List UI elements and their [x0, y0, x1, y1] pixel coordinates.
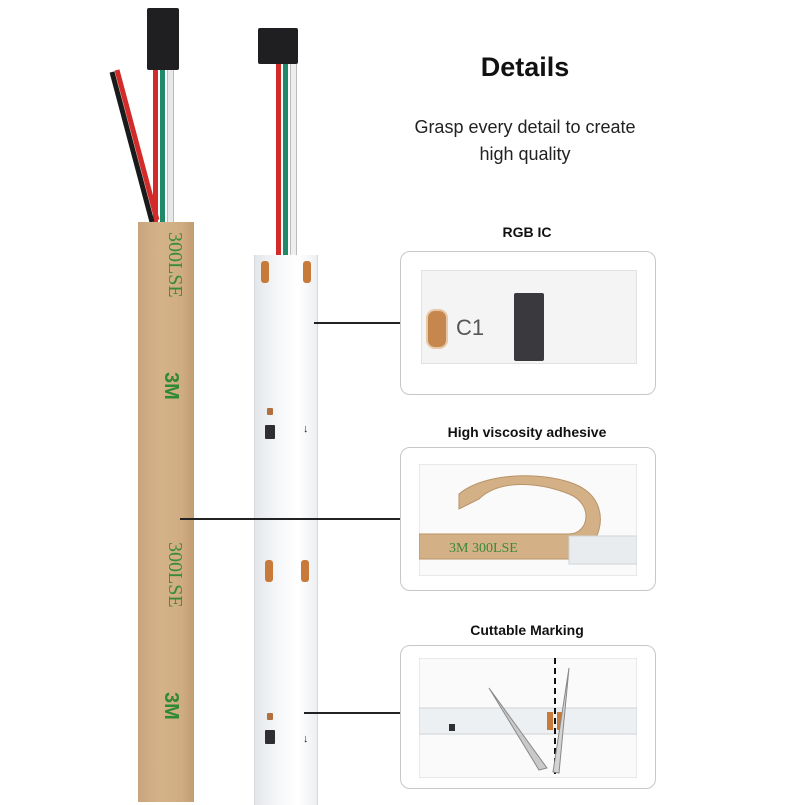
adhesive-tape-strip: 300LSE 3M 300LSE 3M [138, 222, 194, 802]
tape-3m-logo: 3M [160, 692, 182, 720]
ic-chip [265, 425, 275, 439]
panel-label-cut: Cuttable Marking [470, 622, 584, 638]
cut-pad [301, 560, 309, 582]
ic-chip [265, 730, 275, 744]
page-title: Details [480, 52, 570, 82]
detail-panel-cut [400, 645, 656, 789]
adhesive-peel-image: 3M 300LSE [419, 464, 637, 576]
subtitle-line-2: high quality [479, 144, 571, 164]
pcb-closeup: C1 [421, 270, 637, 364]
pointer-line-adhesive [180, 518, 406, 520]
power-wires [109, 69, 160, 223]
panel-label-adhesive: High viscosity adhesive [447, 424, 607, 440]
solder-pad [261, 261, 269, 283]
ic-chip-closeup [514, 293, 544, 361]
panel-label-rgb-ic: RGB IC [502, 224, 552, 240]
arrow-down-icon: ↓ [303, 423, 309, 435]
capacitor-closeup [426, 309, 448, 349]
capacitor [267, 713, 273, 720]
arrow-down-icon: ↓ [303, 733, 309, 745]
tape-3m-logo: 3M [160, 372, 182, 400]
detail-panel-adhesive: 3M 300LSE [400, 447, 656, 591]
page-subtitle: Grasp every detail to create high qualit… [380, 114, 670, 168]
wire-green-center [283, 64, 288, 258]
adhesive-print: 3M 300LSE [449, 541, 518, 556]
capacitor-label: C1 [456, 315, 485, 340]
solder-pad [303, 261, 311, 283]
wire-red-left [153, 70, 158, 222]
cut-marking-image [419, 658, 637, 778]
wire-white-center [290, 64, 297, 258]
jst-connector-center [258, 28, 298, 64]
scissors-icon [552, 667, 570, 774]
tape-print-text: 300LSE [164, 232, 186, 298]
pointer-line-ic [314, 322, 406, 324]
led-strip: ↓ ↓ [254, 255, 318, 805]
cut-pad [265, 560, 273, 582]
wire-green-left [160, 70, 165, 222]
subtitle-line-1: Grasp every detail to create [414, 117, 636, 137]
detail-panel-rgb-ic: C1 [400, 251, 656, 395]
tape-print-text: 300LSE [164, 542, 186, 608]
pointer-line-cut [304, 712, 406, 714]
wire-white-left [167, 70, 174, 222]
capacitor [267, 408, 273, 415]
wire-red-center [276, 64, 281, 258]
jst-connector-left [147, 8, 179, 70]
